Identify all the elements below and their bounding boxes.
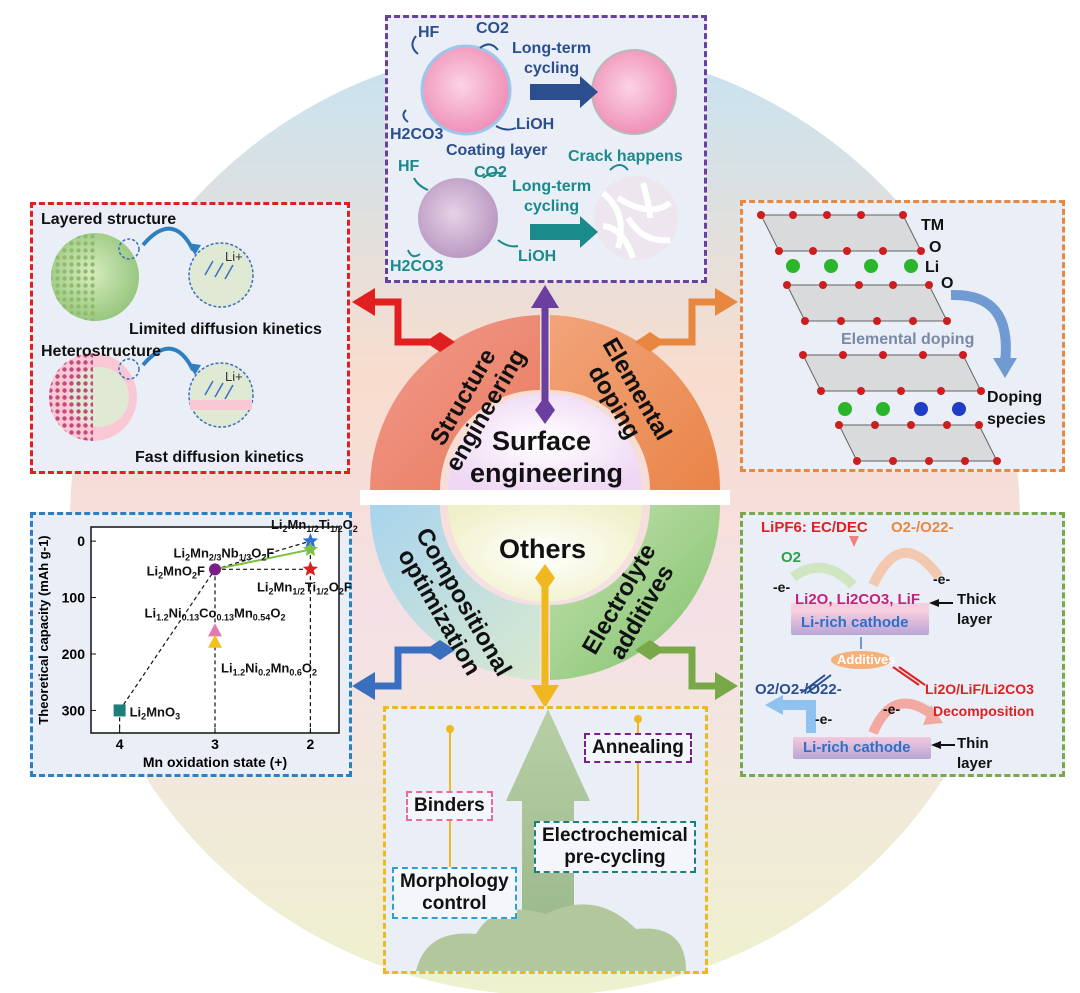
structure-panel: Layered structure Li+ Limited diffusion … (30, 202, 350, 474)
surface-lioh-1: LiOH (516, 116, 555, 133)
chart-panel: 4 3 2 0 100 200 300 Mn oxidation state (+) Theor… (30, 512, 358, 777)
doping-o-1: O (929, 239, 942, 256)
electrolyte-thick-2: layer (957, 611, 993, 628)
electrolyte-electron-2: -e- (933, 571, 951, 587)
electrolyte-o2-combo: O2/O2-/O22- (755, 681, 842, 698)
structure-limited: Limited diffusion kinetics (129, 321, 322, 338)
others-morphology-line2: control (422, 893, 487, 914)
surface-graphics (402, 35, 678, 260)
structure-li-plus-1: Li+ (225, 249, 243, 264)
connector-structure (372, 298, 440, 346)
electrolyte-electron-4: -e- (883, 701, 901, 717)
surface-coating-layer: Coating layer (446, 142, 548, 159)
point-label: Li1.2Ni0.2Mn0.6O2 (221, 661, 317, 678)
y-tick-label: 300 (62, 702, 86, 718)
point-label: Li2MnO2F (147, 563, 205, 580)
y-tick-label: 200 (62, 646, 86, 662)
x-tick-label: 4 (116, 736, 124, 752)
guide-line (214, 540, 311, 570)
electrolyte-decomposition: Decomposition (933, 703, 1035, 719)
others-electrochemical: Electrochemical pre-cycling (534, 821, 696, 873)
surface-long-term-2b: cycling (524, 198, 580, 215)
surface-long-term-2a: Long-term (512, 178, 592, 195)
guide-line (214, 548, 311, 571)
surface-lioh-2: LiOH (518, 248, 557, 265)
point-label: Li2Mn1/2Ti1/2O2 (271, 517, 358, 534)
structure-graphics (49, 226, 254, 441)
marker-li2mn2-3nb1-3o2f (302, 541, 318, 556)
electrolyte-lipf6: LiPF6: EC/DEC (761, 519, 868, 536)
chart-svg: 4 3 2 0 100 200 300 Mn oxidation state (+) Theor… (36, 517, 358, 770)
doping-species-1: Doping (987, 389, 1043, 406)
electrolyte-additives: Additives (837, 652, 896, 667)
others-electrochemical-line2: pre-cycling (564, 847, 666, 868)
electrolyte-cathode-1: Li-rich cathode (801, 614, 909, 631)
marker-li2mn1-2ti1-2o2 (302, 533, 318, 548)
surface-h2co3-2: H2CO3 (390, 258, 444, 275)
marker-li2mno2f (209, 563, 221, 576)
label-surface-engineering-2: engineering (470, 458, 624, 488)
doping-o-2: O (941, 275, 954, 292)
surface-panel: HF CO2 H2CO3 LiOH Long-term cycling Coat… (385, 15, 707, 283)
doping-panel: TM O Li O Elemental doping Doping specie… (740, 200, 1065, 472)
others-annealing: Annealing (584, 733, 692, 763)
doping-graphics (757, 211, 1017, 465)
structure-fast: Fast diffusion kinetics (135, 449, 304, 466)
electrolyte-thin-2: layer (957, 755, 993, 772)
point-label: Li2Mn1/2Ti1/2O2F (257, 579, 352, 596)
surface-crack-happens: Crack happens (568, 148, 683, 165)
x-tick-label: 2 (306, 736, 314, 752)
doping-tm: TM (921, 217, 945, 234)
others-electrochemical-line1: Electrochemical (542, 825, 688, 846)
point-label: Li2Mn2/3Nb1/3O2F (174, 546, 275, 563)
others-morphology: Morphology control (392, 867, 517, 919)
marker-li2mno3 (113, 704, 126, 717)
doping-li: Li (925, 259, 940, 276)
structure-li-plus-2: Li+ (225, 369, 243, 384)
structure-hetero: Heterostructure (41, 343, 162, 360)
point-label: Li2MnO3 (130, 704, 180, 721)
electrolyte-thick-1: Thick (957, 591, 997, 608)
x-axis-label: Mn oxidation state (+) (143, 754, 287, 770)
y-axis-label: Theoretical capacity (mAh g-1) (36, 535, 51, 724)
structure-layered: Layered structure (41, 211, 177, 228)
marker-li1-2ni0-2mn0-6o2 (208, 634, 222, 648)
electrolyte-o2-species: O2-/O22- (891, 519, 954, 536)
electrolyte-electron-1: -e- (773, 579, 791, 595)
surface-hf-2: HF (398, 158, 420, 175)
electrolyte-o2: O2 (781, 549, 802, 566)
doping-elemental-doping: Elemental doping (841, 331, 975, 348)
label-surface-engineering-1: Surface (492, 426, 592, 456)
electrolyte-products: Li2O, Li2CO3, LiF (795, 591, 921, 608)
electrolyte-thin-1: Thin (957, 735, 989, 752)
others-panel: Binders Annealing Electrochemical pre-cy… (383, 706, 708, 974)
point-label: Li1.2Ni0.13Co0.13Mn0.54O2 (145, 605, 286, 622)
surface-hf-1: HF (418, 24, 440, 41)
marker-li2mn1-2ti1-2o2f (302, 561, 318, 576)
others-binders: Binders (406, 791, 493, 821)
x-tick-label: 3 (211, 736, 219, 752)
electrolyte-lio-lif: Li2O/LiF/Li2CO3 (925, 681, 1034, 697)
electrolyte-panel: LiPF6: EC/DEC O2-/O22- O2 -e- -e- Li2O, … (740, 512, 1065, 777)
y-tick-label: 100 (62, 590, 86, 606)
surface-h2co3-1: H2CO3 (390, 126, 444, 143)
marker-li1-2ni0-13co0-13mn0-54o2 (208, 623, 222, 637)
surface-long-term-1a: Long-term (512, 40, 592, 57)
electrolyte-electron-3: -e- (815, 711, 833, 727)
electrolyte-cathode-2: Li-rich cathode (803, 739, 911, 756)
others-morphology-line1: Morphology (400, 871, 509, 892)
label-others: Others (499, 534, 587, 564)
y-tick-label: 0 (77, 533, 85, 549)
electrolyte-graphics (765, 536, 955, 759)
surface-co2-2: CO2 (474, 164, 507, 181)
guide-line (119, 568, 216, 711)
doping-species-2: species (987, 411, 1046, 428)
surface-co2-1: CO2 (476, 20, 509, 37)
surface-long-term-1b: cycling (524, 60, 580, 77)
